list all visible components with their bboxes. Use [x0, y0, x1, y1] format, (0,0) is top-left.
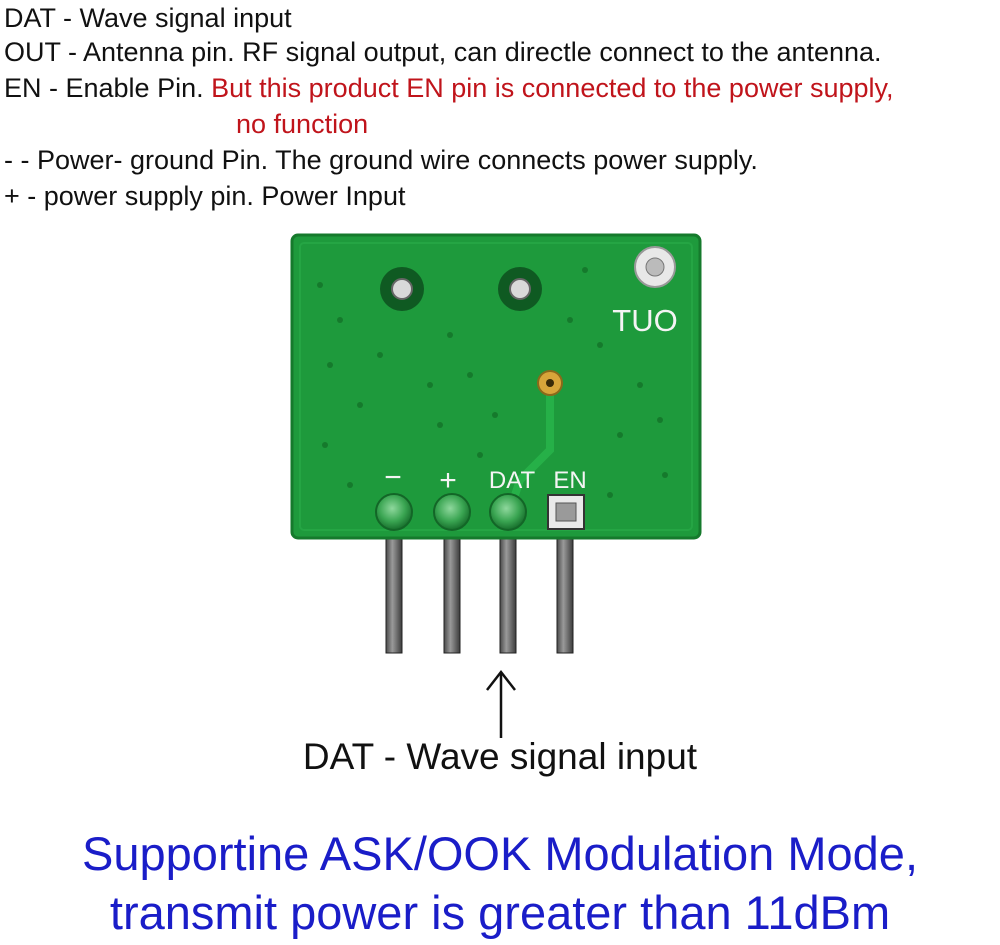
footer-line-1: Supportine ASK/OOK Modulation Mode, — [81, 827, 919, 880]
pcb-inner-edge — [299, 242, 693, 531]
en-description: EN - Enable Pin. But this product EN pin… — [4, 70, 894, 106]
pin-dat — [499, 530, 517, 654]
footer-line-2: transmit power is greater than 11dBm — [109, 886, 891, 939]
pcb-board — [290, 233, 702, 540]
en-label: EN — [553, 467, 586, 494]
pin-silkscreen-labels: − + DAT EN — [384, 461, 586, 497]
pin-power — [443, 530, 461, 654]
antenna-pad — [634, 246, 676, 288]
arrow-up-icon — [486, 669, 516, 738]
dat-pin-caption: DAT - Wave signal input — [302, 736, 698, 777]
en-description-note-cont: no function — [236, 109, 369, 139]
gnd-description: - - Power- ground Pin. The ground wire c… — [4, 145, 758, 175]
out-description: OUT - Antenna pin. RF signal output, can… — [4, 37, 882, 67]
pad-dat — [489, 493, 527, 531]
header-pins — [385, 530, 574, 654]
transmitter-module-illustration: TUO − + DAT EN — [290, 233, 702, 654]
vcc-description: + - power supply pin. Power Input — [4, 181, 406, 211]
pcb-vias — [317, 267, 668, 498]
pad-ground — [375, 493, 413, 531]
en-description-note: But this product EN pin is connected to … — [211, 73, 894, 103]
out-silkscreen-label: TUO — [612, 303, 677, 338]
plus-label: + — [439, 464, 457, 497]
dat-label: DAT — [489, 467, 536, 494]
pad-power — [433, 493, 471, 531]
solder-pads — [375, 493, 585, 531]
en-description-prefix: EN - Enable Pin. — [4, 73, 204, 103]
minus-label: − — [384, 461, 402, 494]
dat-description: DAT - Wave signal input — [4, 3, 292, 33]
pin-en — [556, 530, 574, 654]
mounting-holes — [380, 267, 542, 311]
pad-en-inner — [555, 502, 577, 522]
pin-ground — [385, 530, 403, 654]
